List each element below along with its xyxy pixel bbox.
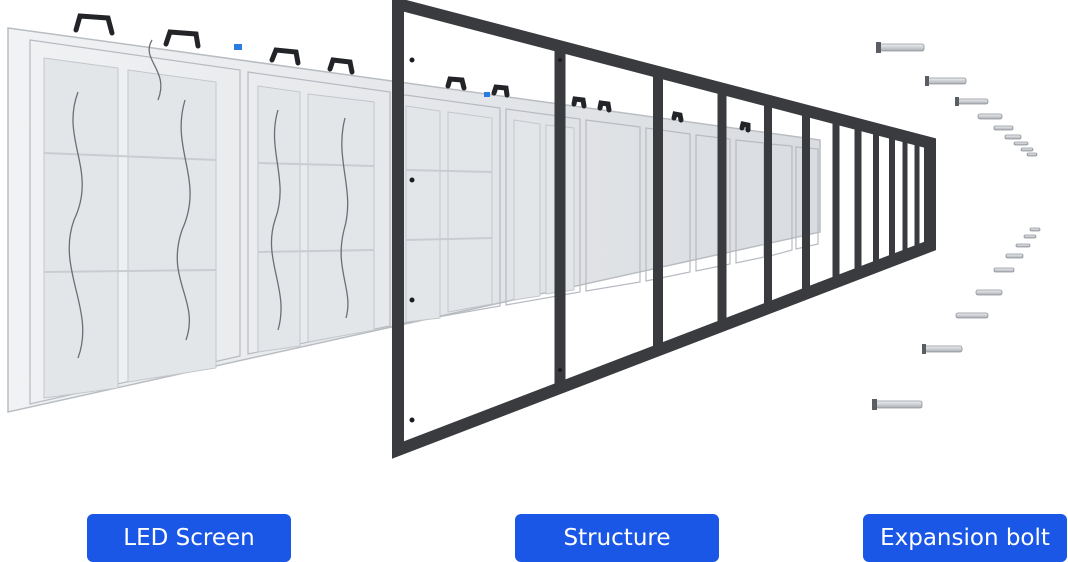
exploded-view-illustration [0, 0, 1068, 500]
expansion-bolt-label: Expansion bolt [863, 514, 1067, 562]
led-screen-label: LED Screen [87, 514, 291, 562]
expansion-bolts-illustration [872, 42, 1040, 410]
structure-label: Structure [515, 514, 719, 562]
led-screen-illustration [8, 16, 820, 412]
